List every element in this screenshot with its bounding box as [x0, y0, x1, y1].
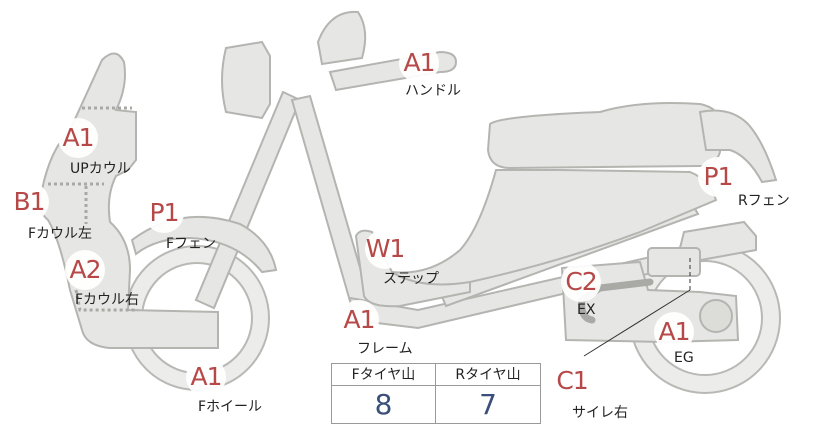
meter	[316, 10, 367, 66]
part-label: Rフェン	[738, 193, 790, 209]
front-tire-tread-value: 8	[332, 386, 436, 423]
grade-badge: W1	[365, 229, 405, 269]
engine-block	[560, 260, 740, 344]
engine-cover	[699, 299, 733, 333]
rear-tire-tread-value: 7	[479, 388, 497, 421]
part-label: ハンドル	[405, 83, 461, 99]
part-label: フレーム	[357, 341, 413, 357]
grade-badge: A1	[339, 300, 379, 340]
seat	[486, 102, 721, 170]
grade-badge: A1	[399, 43, 439, 83]
grade-badge: C1	[552, 361, 592, 401]
front-tire-tread-header: Fタイヤ山	[332, 364, 436, 386]
grade-badge: A2	[65, 250, 105, 290]
headlight	[221, 40, 271, 120]
grade-badge: C2	[561, 262, 601, 302]
part-label: Fカウル右	[75, 292, 140, 308]
rear-tire-tread-header: Rタイヤ山	[436, 364, 540, 386]
tire-tread-table: Fタイヤ山 Rタイヤ山 8 7	[331, 363, 541, 424]
grade-badge: P1	[144, 193, 184, 233]
part-label: Fカウル左	[28, 226, 93, 242]
grade-badge: B1	[9, 182, 49, 222]
grade-badge: A1	[654, 312, 694, 352]
grade-badge: A1	[58, 118, 98, 158]
grade-badge: A1	[186, 357, 226, 397]
rear-fender	[698, 109, 778, 184]
part-label: サイレ右	[572, 405, 628, 421]
part-label: UPカウル	[70, 161, 131, 177]
grade-badge: P1	[698, 157, 738, 197]
down-tube	[290, 94, 372, 310]
shock-mount	[647, 247, 701, 277]
part-label: EX	[577, 302, 596, 318]
part-label: ステップ	[383, 271, 439, 287]
part-label: Fホイール	[198, 399, 263, 415]
part-label: EG	[674, 350, 694, 366]
cowl-seam-lower	[74, 289, 138, 312]
cowl-seam-upper	[48, 106, 132, 224]
silencer-leader	[583, 289, 691, 357]
part-label: Fフェン	[166, 236, 217, 252]
